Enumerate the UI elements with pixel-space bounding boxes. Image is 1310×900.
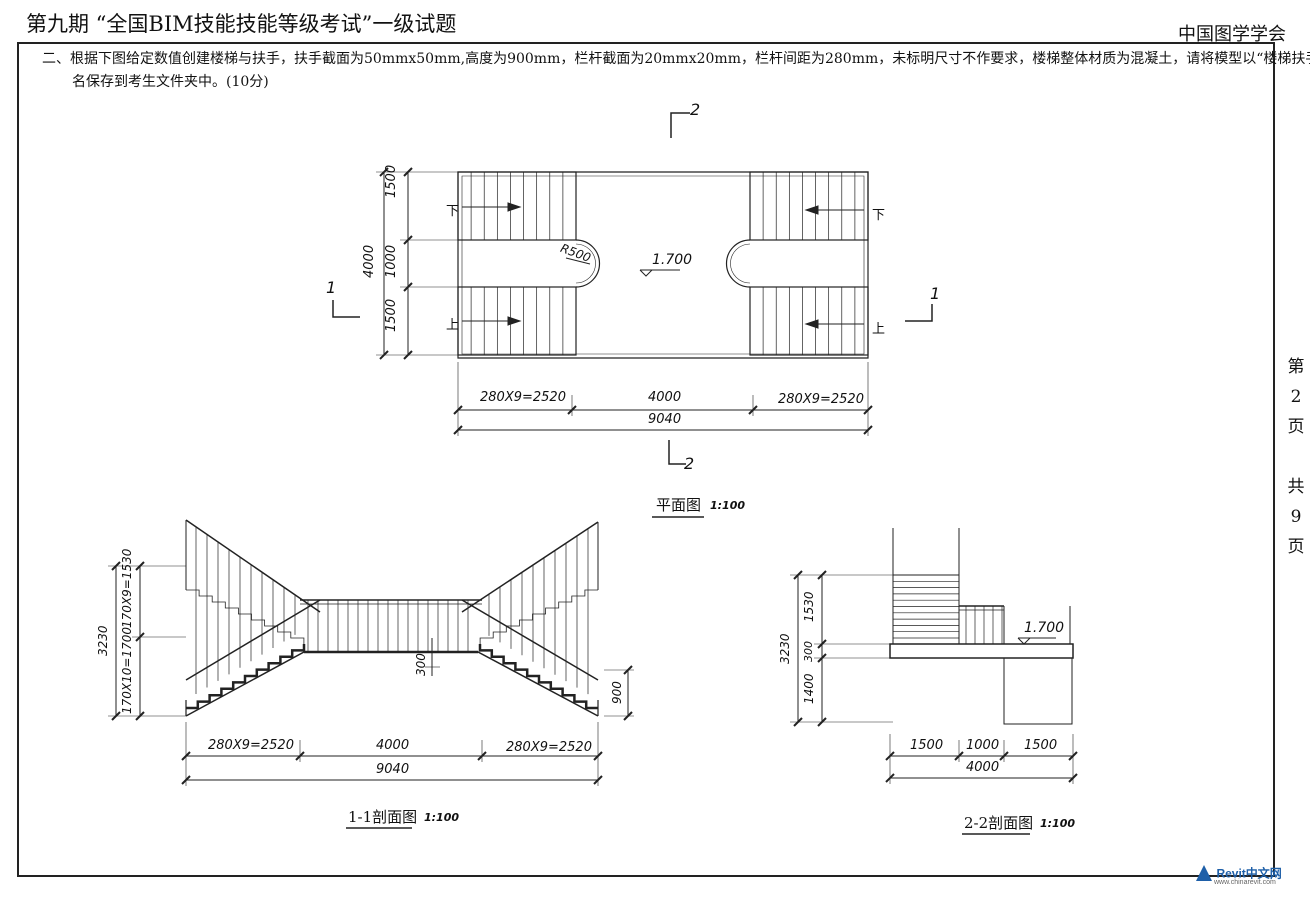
section-mark-1-right: 1 — [930, 284, 941, 303]
plan-dim-left-2: 1000 — [384, 244, 399, 278]
s11-dim-bottom-3: 280X9=2520 — [506, 740, 592, 755]
plan-right-top-treads — [762, 172, 856, 240]
s22-dim-bottom-3: 1500 — [1024, 738, 1058, 753]
s22-dim-bottom-2: 1000 — [966, 738, 1000, 753]
s22-dim-left-3: 1400 — [802, 673, 816, 704]
page-char: 第 — [1287, 357, 1305, 377]
plan-down-left: 下 — [446, 204, 460, 219]
page-char: 页 — [1287, 417, 1305, 437]
s11-dim-slab: 300 — [414, 653, 428, 676]
s22-title: 2-2剖面图 — [964, 814, 1034, 832]
s22-elevation: 1.700 — [1024, 620, 1065, 636]
plan-view — [332, 112, 933, 518]
s11-left-step-profile — [186, 644, 306, 710]
s22-dim-left-1: 1530 — [802, 591, 816, 622]
drawing-frame — [17, 42, 1275, 877]
s22-dim-bottom-1: 1500 — [910, 738, 944, 753]
s11-back-flight — [186, 589, 305, 644]
watermark-logo: Revit中文网 www.chinarevit.com — [1196, 864, 1282, 886]
section-mark-2-bottom: 2 — [684, 454, 695, 473]
s11-right-step-profile — [478, 644, 598, 710]
s11-dim-left-total: 3230 — [96, 625, 110, 656]
s11-dim-bottom-2: 4000 — [376, 738, 410, 753]
s22-scale: 1:100 — [1040, 817, 1076, 830]
watermark-url: www.chinarevit.com — [1214, 879, 1276, 886]
s11-scale: 1:100 — [424, 811, 460, 824]
s11-dim-bottom-total: 9040 — [376, 762, 410, 777]
s11-title: 1-1剖面图 — [348, 808, 418, 826]
page-indicator: 第 2 页 共 9 页 — [1286, 352, 1306, 562]
s11-dim-bottom-1: 280X9=2520 — [208, 738, 294, 753]
s11-left-steps — [186, 589, 306, 710]
s11-balusters — [195, 526, 589, 695]
section-2-2-view — [790, 528, 1078, 835]
plan-down-right: 下 — [872, 208, 886, 223]
plan-dim-left-1: 1500 — [384, 164, 399, 198]
s11-right-steps — [478, 589, 598, 710]
s11-back-flight-right — [479, 589, 598, 644]
section-mark-1-left: 1 — [326, 278, 337, 297]
plan-right-bottom-treads — [762, 287, 856, 355]
plan-scale: 1:100 — [710, 499, 746, 512]
s22-dim-left-total: 3230 — [778, 633, 792, 664]
s22-steps — [893, 580, 959, 639]
s22-dim-left-2: 300 — [802, 641, 815, 662]
plan-left-bottom-treads — [470, 287, 564, 355]
s11-dim-rail: 900 — [610, 681, 624, 704]
plan-dim-bottom-2: 4000 — [648, 390, 682, 405]
section-mark-2-top: 2 — [690, 100, 701, 119]
s11-dim-left-2: 170X10=1700 — [120, 627, 134, 714]
page-char: 页 — [1287, 537, 1305, 557]
s11-dim-left-1: 170X9=1530 — [120, 548, 134, 628]
plan-up-right: 上 — [872, 322, 886, 337]
plan-elevation: 1.700 — [652, 252, 693, 268]
plan-dim-left-total: 4000 — [362, 244, 377, 278]
page-char: 共 — [1287, 477, 1305, 497]
plan-left-arc — [575, 239, 601, 288]
plan-dim-left-3: 1500 — [384, 298, 399, 332]
plan-right-arc — [725, 239, 751, 288]
page-char: 2 — [1290, 387, 1302, 407]
page-char: 9 — [1290, 507, 1302, 527]
watermark-brand: Revit中文网 — [1216, 866, 1282, 881]
plan-radius: R500 — [558, 241, 593, 265]
question-text-line-2: 名保存到考生文件夹中。(10分) — [72, 74, 269, 90]
question-text-line-1: 二、根据下图给定数值创建楼梯与扶手，扶手截面为50mmx50mm,高度为900m… — [42, 51, 1310, 67]
plan-dim-bottom-total: 9040 — [648, 412, 682, 427]
plan-title: 平面图 — [656, 496, 702, 514]
plan-up-left: 上 — [446, 318, 460, 333]
plan-dim-bottom-3: 280X9=2520 — [778, 392, 864, 407]
s22-dim-bottom-total: 4000 — [966, 760, 1000, 775]
s22-balusters — [965, 606, 1003, 644]
exam-title: 第九期 “全国BIM技能技能等级考试”一级试题 — [26, 12, 457, 36]
organization-name: 中国图学学会 — [1178, 24, 1286, 45]
revit-logo-icon — [1196, 864, 1212, 881]
plan-dim-bottom-1: 280X9=2520 — [480, 390, 566, 405]
section-1-1-view — [108, 519, 634, 829]
plan-left-top-treads — [470, 172, 564, 240]
